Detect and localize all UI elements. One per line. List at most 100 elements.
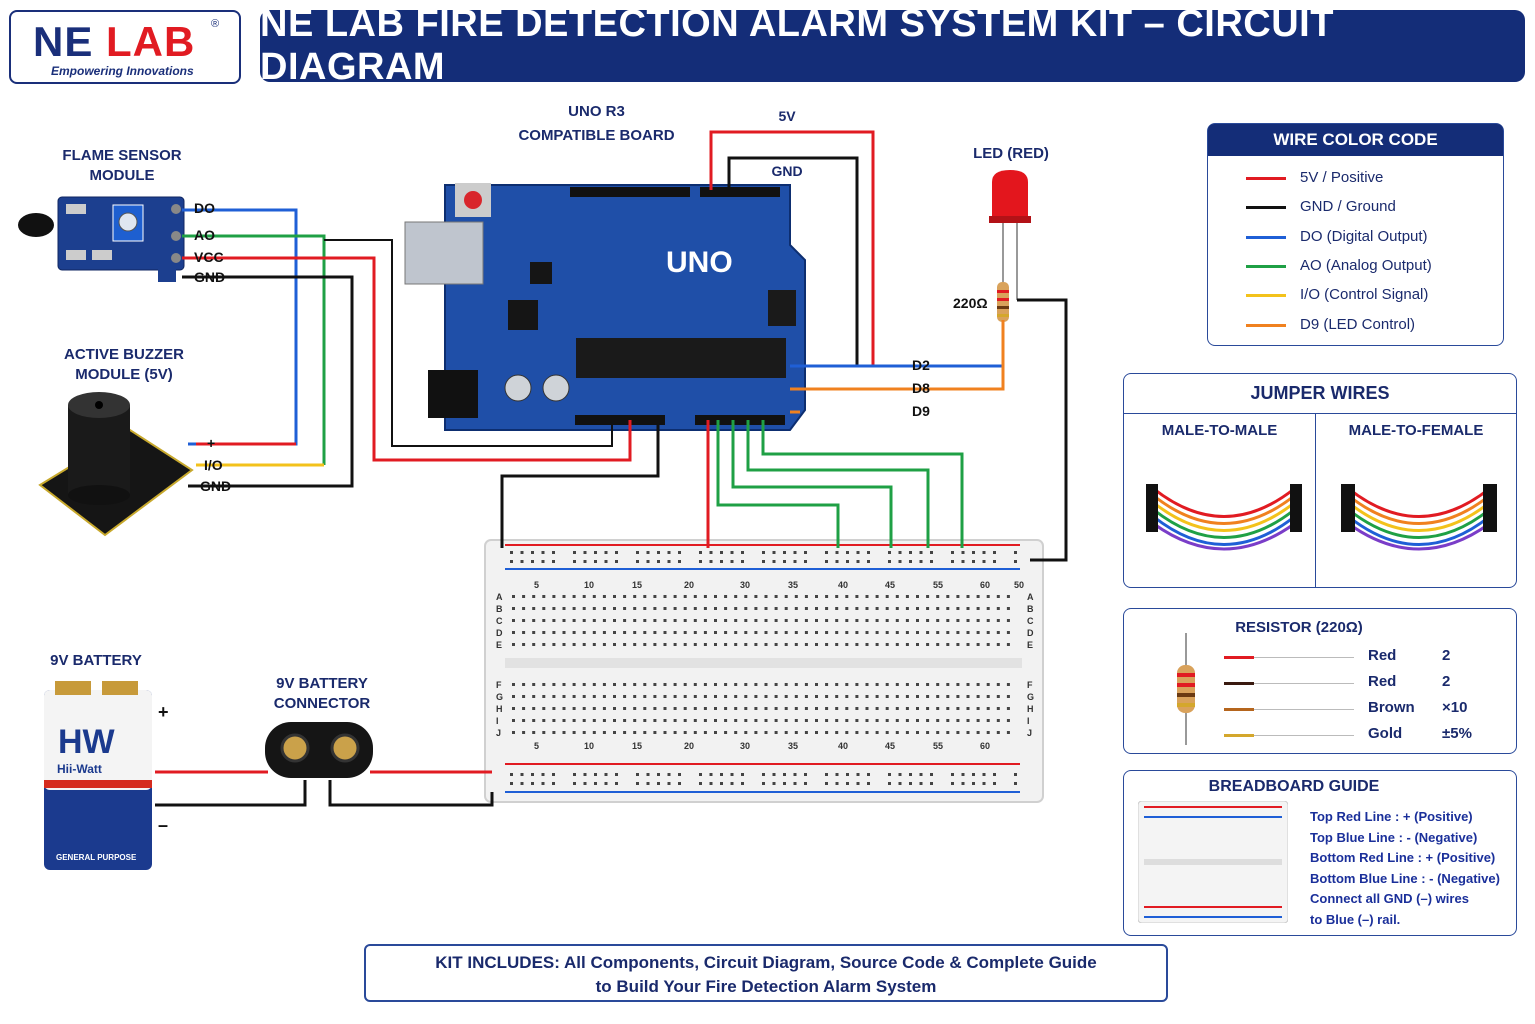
breadboard-hole (845, 695, 849, 698)
breadboard-hole (966, 607, 970, 610)
kit-includes-footer: KIT INCLUDES: All Components, Circuit Di… (364, 944, 1168, 1002)
breadboard-hole (966, 643, 970, 646)
breadboard-hole (905, 707, 909, 710)
breadboard-hole (986, 643, 990, 646)
resistor-band-leader (1254, 657, 1354, 658)
breadboard-hole (956, 731, 960, 734)
breadboard-hole (582, 719, 586, 722)
breadboard-hole (663, 695, 667, 698)
breadboard-hole (855, 643, 859, 646)
breadboard-hole (592, 695, 596, 698)
breadboard-hole (573, 782, 576, 785)
breadboard-col-label: 60 (980, 741, 991, 751)
wire-color-label: GND / Ground (1300, 198, 1396, 216)
breadboard-hole (972, 560, 975, 563)
breadboard-hole (976, 619, 980, 622)
breadboard-hole (744, 707, 748, 710)
breadboard-hole (835, 595, 839, 598)
breadboard-hole (951, 560, 954, 563)
breadboard-hole (714, 643, 717, 646)
breadboard-hole (804, 719, 808, 722)
breadboard-hole (604, 560, 608, 563)
breadboard-hole (986, 707, 990, 710)
breadboard-hole (865, 707, 869, 710)
breadboard-hole (734, 631, 738, 634)
breadboard-hole (804, 551, 807, 554)
breadboard-hole (867, 773, 870, 776)
breadboard-hole (541, 773, 545, 776)
breadboard-guide-line: Top Red Line : + (Positive) (1310, 809, 1473, 824)
breadboard-hole (930, 773, 933, 776)
breadboard-hole (714, 683, 717, 686)
breadboard-hole (905, 731, 909, 734)
breadboard-hole (926, 607, 930, 610)
breadboard-hole (532, 595, 536, 598)
breadboard-hole (926, 707, 930, 710)
breadboard-hole (936, 707, 940, 710)
breadboard-hole (657, 551, 660, 554)
breadboard-hole (993, 782, 996, 785)
breadboard-hole (542, 719, 546, 722)
breadboard-hole (885, 619, 889, 622)
breadboard-hole (784, 731, 788, 734)
breadboard-hole (898, 560, 902, 563)
breadboard-col-label: 30 (740, 580, 751, 590)
breadboard-hole (764, 731, 768, 734)
breadboard-hole (909, 773, 912, 776)
breadboard-hole (996, 731, 1000, 734)
breadboard-hole (643, 695, 647, 698)
breadboard-hole (936, 643, 940, 646)
breadboard-hole (996, 695, 1000, 698)
breadboard-hole (623, 631, 627, 634)
breadboard-hole (875, 683, 879, 686)
breadboard-hole (552, 683, 556, 686)
breadboard-hole (730, 560, 734, 563)
wire-color-swatch (1246, 235, 1286, 239)
breadboard-hole (653, 731, 657, 734)
breadboard-col-label: 10 (584, 580, 595, 590)
breadboard-hole (835, 631, 839, 634)
breadboard-hole (633, 695, 637, 698)
breadboard-col-label: 5 (534, 580, 540, 590)
breadboard-hole (986, 731, 990, 734)
breadboard-hole (643, 707, 647, 710)
breadboard-hole (865, 683, 869, 686)
breadboard-hole (657, 773, 660, 776)
breadboard-hole (604, 782, 608, 785)
breadboard-hole (522, 695, 526, 698)
breadboard-hole (875, 607, 879, 610)
breadboard-hole (1006, 619, 1010, 622)
jumper-divider-h (1124, 413, 1516, 414)
breadboard-hole (703, 683, 707, 686)
breadboard-hole (835, 619, 839, 622)
breadboard-hole (982, 551, 986, 554)
breadboard-hole (905, 683, 909, 686)
breadboard-hole (633, 707, 637, 710)
breadboard-hole (865, 731, 869, 734)
breadboard-hole (594, 773, 597, 776)
uno-board-text: UNO (666, 246, 733, 279)
flame-title-line1: FLAME SENSOR (62, 147, 182, 164)
breadboard-hole (613, 731, 616, 734)
breadboard-hole (714, 707, 717, 710)
breadboard-hole (724, 707, 728, 710)
breadboard-hole (804, 607, 808, 610)
breadboard-hole (602, 619, 606, 622)
breadboard-row-label: A (1027, 592, 1034, 602)
breadboard-hole (956, 643, 960, 646)
breadboard-hole (804, 560, 807, 563)
resistor-band-swatch (1224, 682, 1254, 685)
breadboard-hole (966, 695, 970, 698)
breadboard-hole (531, 560, 534, 563)
breadboard-hole (905, 719, 909, 722)
breadboard-hole (875, 719, 879, 722)
breadboard-hole (699, 773, 702, 776)
breadboard-col-label: 45 (885, 580, 896, 590)
arduino-pin-d8: D8 (912, 380, 930, 396)
breadboard-hole (865, 607, 869, 610)
breadboard-hole (643, 619, 647, 622)
arduino-pin-d9: D9 (912, 403, 930, 419)
breadboard-hole (793, 551, 797, 554)
battery-subbrand: Hii-Watt (57, 762, 102, 776)
buzzer-pin-plus: + (207, 435, 216, 451)
